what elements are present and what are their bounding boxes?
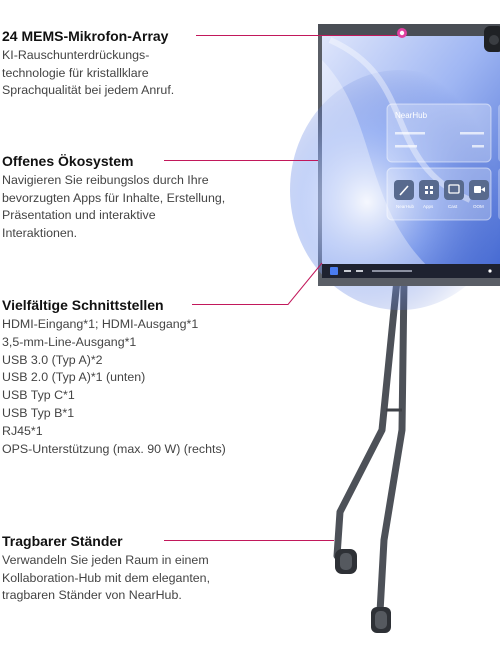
app-tile-video[interactable]: OOM bbox=[469, 180, 489, 209]
list-item: USB 2.0 (Typ A)*1 (unten) bbox=[2, 370, 146, 385]
widget-title: NearHub bbox=[395, 111, 428, 120]
stand-wheel bbox=[371, 607, 391, 633]
feature-description: KI-Rauschunterdrückungs-technologie für … bbox=[2, 48, 175, 97]
feature-description: Navigieren Sie reibungslos durch Ihre be… bbox=[2, 173, 226, 240]
video-icon bbox=[474, 186, 481, 193]
feature-title: Tragbarer Ständer bbox=[2, 533, 123, 549]
pencil-icon bbox=[399, 185, 409, 196]
stand-wheel bbox=[335, 549, 357, 574]
feature-interfaces: Vielfältige Schnittstellen HDMI-Eingang*… bbox=[2, 296, 272, 458]
app-label: NearHub bbox=[396, 204, 415, 209]
feature-title: Vielfältige Schnittstellen bbox=[2, 297, 164, 313]
nearhub-display: NearHub NearHub Apps Cast bbox=[290, 24, 500, 310]
feature-title: Offenes Ökosystem bbox=[2, 153, 134, 169]
feature-portable-stand: Tragbarer Ständer Verwandeln Sie jeden R… bbox=[2, 532, 222, 605]
list-item: RJ45*1 bbox=[2, 423, 43, 438]
interface-list: HDMI-Eingang*1; HDMI-Ausgang*1 3,5-mm-Li… bbox=[2, 316, 272, 458]
list-item: OPS-Unterstützung (max. 90 W) (rechts) bbox=[2, 441, 226, 456]
list-item: USB Typ C*1 bbox=[2, 388, 75, 403]
feature-title: 24 MEMS-Mikrofon-Array bbox=[2, 28, 169, 44]
portable-stand bbox=[333, 276, 408, 633]
list-item: USB 3.0 (Typ A)*2 bbox=[2, 352, 103, 367]
feature-microphone-array: 24 MEMS-Mikrofon-Array KI-Rauschunterdrü… bbox=[2, 27, 212, 100]
app-label: Apps bbox=[423, 204, 434, 209]
app-tile-apps[interactable]: Apps bbox=[419, 180, 439, 209]
app-label: OOM bbox=[473, 204, 484, 209]
feature-description: Verwandeln Sie jeden Raum in einem Kolla… bbox=[2, 553, 211, 602]
app-tile-cast[interactable]: Cast bbox=[444, 180, 464, 209]
callout-lines bbox=[164, 35, 396, 541]
list-item: HDMI-Eingang*1; HDMI-Ausgang*1 bbox=[2, 317, 199, 331]
list-item: USB Typ B*1 bbox=[2, 405, 75, 420]
cast-icon bbox=[448, 184, 460, 194]
app-tile-nearhub[interactable]: NearHub bbox=[394, 180, 415, 209]
apps-grid-icon bbox=[425, 186, 433, 194]
feature-open-ecosystem: Offenes Ökosystem Navigieren Sie reibung… bbox=[2, 152, 227, 242]
list-item: 3,5-mm-Line-Ausgang*1 bbox=[2, 334, 137, 349]
app-label: Cast bbox=[448, 204, 458, 209]
